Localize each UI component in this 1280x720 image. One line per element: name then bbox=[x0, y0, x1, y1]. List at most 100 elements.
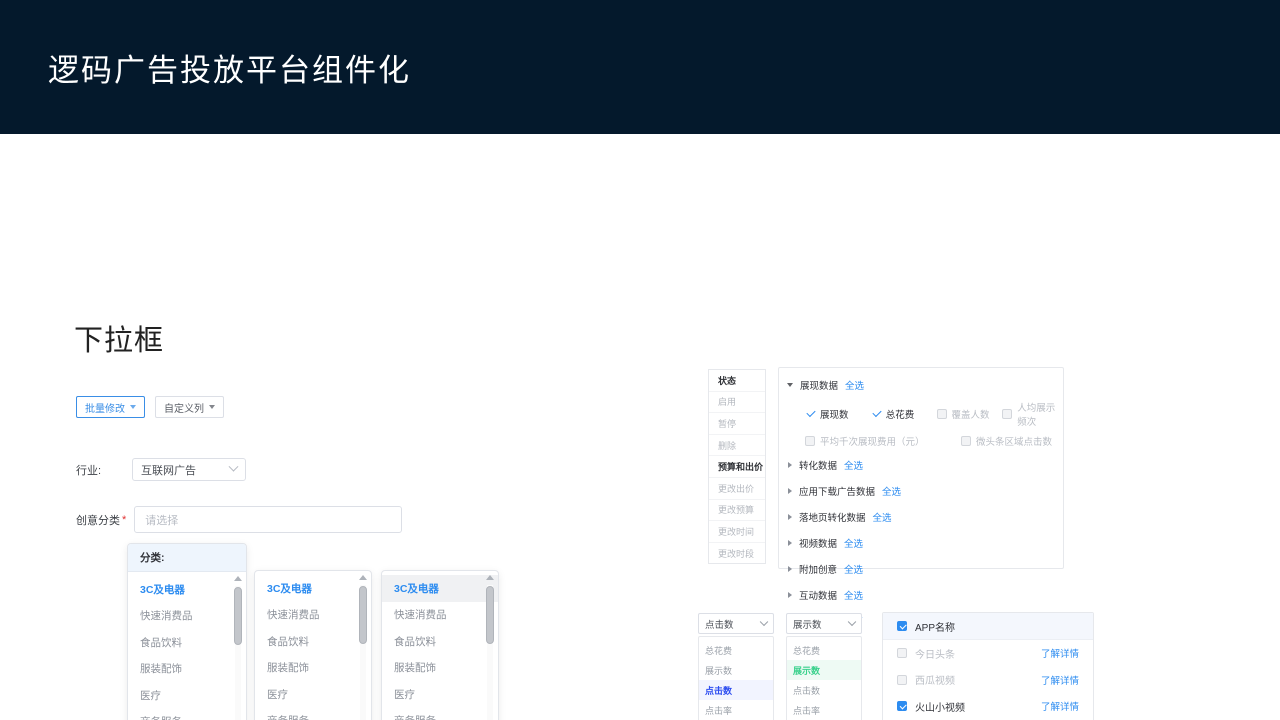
list-item[interactable]: 快速消费品 bbox=[140, 610, 193, 623]
select-all-link[interactable]: 全选 bbox=[882, 486, 902, 498]
list-item[interactable]: 医疗 bbox=[267, 688, 288, 701]
list-item[interactable]: 服装配饰 bbox=[140, 663, 182, 676]
scrollbar[interactable] bbox=[357, 573, 369, 720]
app-name-cell[interactable]: 火山小视频 bbox=[897, 699, 1041, 714]
checkbox-avg-frequency[interactable]: 人均展示频次 bbox=[1002, 400, 1063, 428]
learn-more-link[interactable]: 了解详情 bbox=[1040, 702, 1079, 714]
list-item[interactable]: 服装配饰 bbox=[394, 662, 436, 675]
table-row[interactable]: 西瓜视频 了解详情 bbox=[883, 667, 1093, 694]
list-item[interactable]: 3C及电器 bbox=[267, 582, 312, 595]
scrollbar-track[interactable] bbox=[360, 585, 366, 720]
list-item[interactable]: 点击数 bbox=[793, 685, 821, 696]
status-menu-item-pause[interactable]: 暂停 bbox=[709, 413, 765, 435]
category-dropdown-panel-2[interactable]: 3C及电器 快速消费品 食品饮料 服装配饰 医疗 商务服务 bbox=[254, 570, 372, 720]
select-all-link[interactable]: 全选 bbox=[844, 564, 864, 576]
list-item[interactable]: 服装配饰 bbox=[267, 662, 309, 675]
status-menu: 状态 启用 暂停 删除 预算和出价 更改出价 更改预算 更改时间 更改时段 bbox=[708, 369, 766, 564]
list-item[interactable]: 点击率 bbox=[793, 705, 821, 716]
chevron-down-icon bbox=[759, 617, 769, 626]
list-item[interactable]: 商务服务 bbox=[255, 708, 371, 720]
list-item[interactable]: 快速消费品 bbox=[267, 609, 320, 622]
list-item[interactable]: 快速消费品 bbox=[394, 609, 447, 622]
list-item[interactable]: 商务服务 bbox=[382, 708, 498, 720]
dropdown-list: 3C及电器 快速消费品 食品饮料 服装配饰 医疗 商务服务 bbox=[128, 572, 246, 720]
metric-group-impression[interactable]: 展现数据 全选 bbox=[779, 375, 1063, 394]
list-item[interactable]: 医疗 bbox=[394, 688, 415, 701]
app-name-cell[interactable]: 今日头条 bbox=[897, 646, 1041, 661]
checkbox-avg-cpm[interactable]: 平均千次展现费用（元） bbox=[805, 434, 961, 448]
scroll-up-arrow-icon[interactable] bbox=[486, 575, 494, 580]
check-icon bbox=[961, 436, 971, 446]
scrollbar-thumb[interactable] bbox=[359, 586, 367, 644]
list-item[interactable]: 医疗 bbox=[140, 689, 161, 702]
checkbox-impressions[interactable]: 展现数 bbox=[805, 400, 871, 428]
select-all-link[interactable]: 全选 bbox=[872, 512, 892, 524]
checkbox-icon[interactable] bbox=[897, 648, 907, 659]
metric-group-landing-page[interactable]: 落地页转化数据 全选 bbox=[779, 507, 1063, 526]
category-dropdown-panel-3[interactable]: 3C及电器 快速消费品 食品饮料 服装配饰 医疗 商务服务 bbox=[381, 570, 499, 720]
scroll-up-arrow-icon[interactable] bbox=[234, 576, 242, 581]
checkbox-weitoutiao-clicks[interactable]: 微头条区域点击数 bbox=[961, 434, 1052, 448]
chevron-down-icon bbox=[130, 405, 136, 409]
list-item[interactable]: 总花费 bbox=[705, 645, 733, 656]
dropdown-header: 分类: bbox=[128, 544, 246, 572]
select-all-link[interactable]: 全选 bbox=[844, 590, 864, 602]
scroll-up-arrow-icon[interactable] bbox=[359, 575, 367, 580]
chevron-down-icon bbox=[228, 461, 239, 472]
scrollbar[interactable] bbox=[484, 573, 496, 720]
select-all-link[interactable]: 全选 bbox=[844, 460, 864, 472]
list-item[interactable]: 商务服务 bbox=[128, 709, 246, 720]
metric-select-impressions-trigger[interactable]: 展示数 bbox=[786, 613, 862, 634]
scrollbar-track[interactable] bbox=[235, 586, 241, 720]
app-name-cell[interactable]: 西瓜视频 bbox=[897, 672, 1041, 687]
list-item[interactable]: 展示数 bbox=[705, 665, 733, 676]
chevron-right-icon bbox=[788, 539, 792, 546]
checkbox-icon[interactable] bbox=[897, 701, 907, 712]
list-item[interactable]: 3C及电器 bbox=[382, 575, 498, 602]
category-dropdown-panel-1[interactable]: 分类: 3C及电器 快速消费品 食品饮料 服装配饰 医疗 商务服务 bbox=[127, 543, 247, 720]
scrollbar-thumb[interactable] bbox=[234, 587, 242, 645]
list-item-selected[interactable]: 展示数 bbox=[787, 660, 861, 680]
learn-more-link[interactable]: 了解详情 bbox=[1040, 649, 1079, 661]
category-select[interactable]: 请选择 bbox=[134, 506, 403, 533]
status-menu-item-enable[interactable]: 启用 bbox=[709, 392, 765, 414]
app-list-header[interactable]: APP名称 bbox=[883, 613, 1093, 640]
metric-select-impressions: 展示数 总花费 展示数 点击数 点击率 平均点击单价 平均千次展现费用 bbox=[786, 613, 862, 720]
custom-column-button[interactable]: 自定义列 bbox=[155, 396, 224, 418]
list-item[interactable]: 食品饮料 bbox=[267, 635, 309, 648]
status-menu-item-change-bid[interactable]: 更改出价 bbox=[709, 478, 765, 500]
select-all-link[interactable]: 全选 bbox=[845, 380, 865, 392]
scrollbar[interactable] bbox=[232, 574, 244, 720]
scrollbar-thumb[interactable] bbox=[486, 586, 494, 644]
status-menu-item-change-time[interactable]: 更改时间 bbox=[709, 521, 765, 543]
status-menu-item-change-budget[interactable]: 更改预算 bbox=[709, 500, 765, 522]
status-menu-item-delete[interactable]: 删除 bbox=[709, 435, 765, 457]
list-item[interactable]: 食品饮料 bbox=[140, 636, 182, 649]
metric-group-conversion[interactable]: 转化数据 全选 bbox=[779, 455, 1063, 474]
select-all-link[interactable]: 全选 bbox=[844, 538, 864, 550]
status-menu-item-change-period[interactable]: 更改时段 bbox=[718, 549, 755, 560]
check-icon bbox=[870, 409, 881, 419]
table-row[interactable]: 火山小视频 了解详情 bbox=[883, 693, 1093, 720]
metric-group-video[interactable]: 视频数据 全选 bbox=[779, 533, 1063, 552]
table-row[interactable]: 今日头条 了解详情 bbox=[883, 640, 1093, 667]
status-menu-group-budget: 预算和出价 bbox=[709, 456, 765, 478]
scrollbar-track[interactable] bbox=[487, 585, 493, 720]
learn-more-link[interactable]: 了解详情 bbox=[1040, 675, 1079, 687]
section-title: 下拉框 bbox=[74, 325, 165, 357]
list-item[interactable]: 食品饮料 bbox=[394, 635, 436, 648]
checkbox-reach-count[interactable]: 覆盖人数 bbox=[936, 400, 1003, 428]
list-item[interactable]: 点击率 bbox=[705, 705, 733, 716]
metric-group-interaction[interactable]: 互动数据 全选 bbox=[779, 585, 1063, 604]
metric-group-app-download[interactable]: 应用下载广告数据 全选 bbox=[779, 481, 1063, 500]
checkbox-select-all-icon[interactable] bbox=[897, 621, 907, 631]
metric-select-clicks-trigger[interactable]: 点击数 bbox=[698, 613, 774, 634]
list-item[interactable]: 3C及电器 bbox=[140, 583, 185, 596]
batch-edit-button[interactable]: 批量修改 bbox=[76, 396, 145, 418]
checkbox-total-cost[interactable]: 总花费 bbox=[870, 400, 937, 428]
list-item-selected[interactable]: 点击数 bbox=[699, 680, 773, 700]
checkbox-icon[interactable] bbox=[897, 674, 907, 685]
list-item[interactable]: 总花费 bbox=[793, 645, 821, 656]
industry-select[interactable]: 互联网广告 bbox=[132, 458, 246, 481]
metric-group-extra-creative[interactable]: 附加创意 全选 bbox=[779, 559, 1063, 578]
